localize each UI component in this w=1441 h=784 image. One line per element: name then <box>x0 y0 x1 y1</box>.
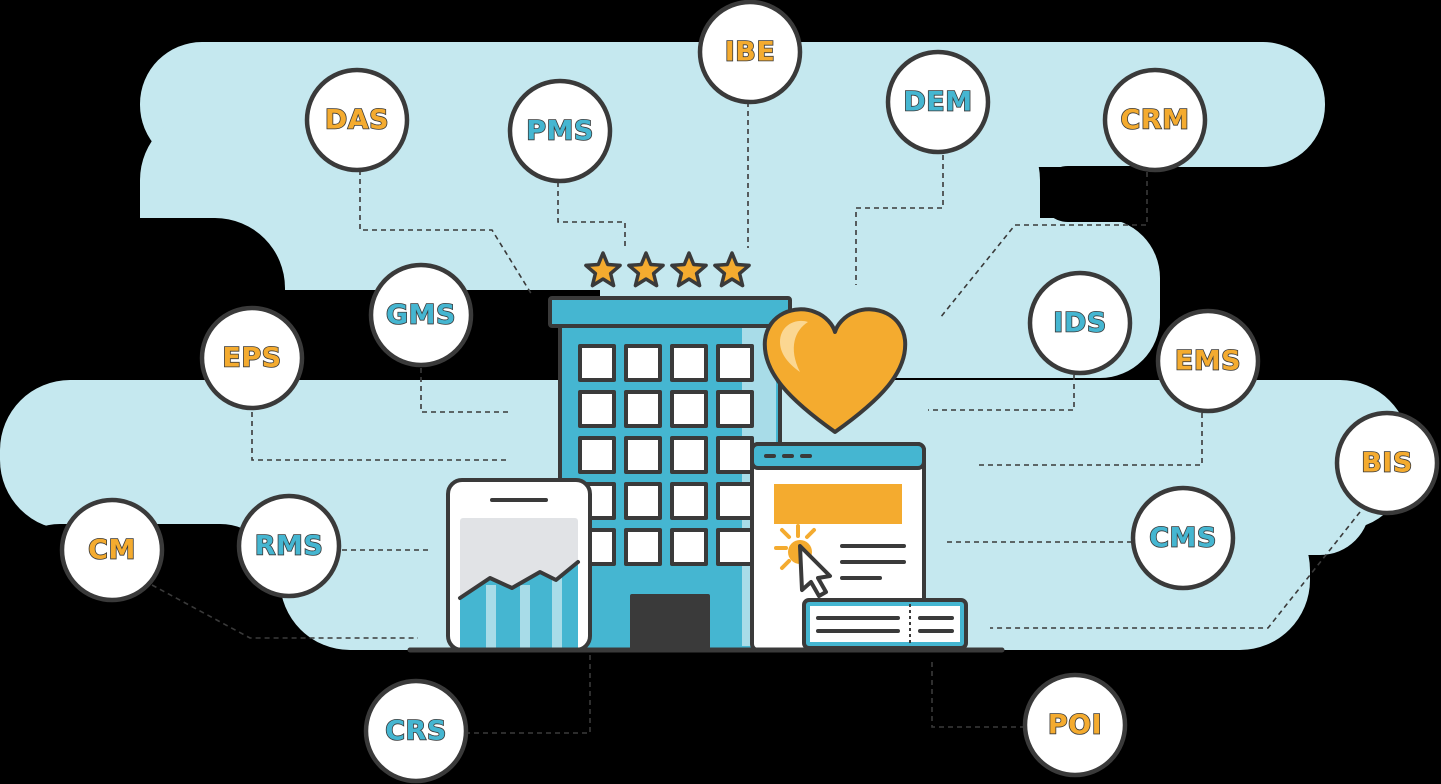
click-burst-icon <box>774 524 816 570</box>
star-icon <box>670 251 708 288</box>
hotel-window <box>716 436 754 474</box>
star-icon <box>584 251 622 288</box>
node-ems: EMS <box>1155 308 1261 414</box>
smartphone-chart-bar-2 <box>520 585 530 650</box>
connector-cm <box>151 584 418 639</box>
connector-gms <box>420 368 510 413</box>
browser-title-bar <box>750 442 926 470</box>
connector-crm <box>939 172 1148 319</box>
connector-bis <box>990 511 1361 629</box>
connector-poi <box>931 662 1024 728</box>
node-crs: CRS <box>363 678 469 784</box>
node-eps: EPS <box>199 305 305 411</box>
browser-banner <box>774 484 902 524</box>
connector-pms <box>557 182 626 250</box>
node-dem: DEM <box>885 49 991 155</box>
hotel-windows <box>578 344 754 566</box>
hotel-window <box>624 344 662 382</box>
hotel-roof <box>548 296 792 328</box>
connector-ems <box>978 413 1203 466</box>
node-label-crs: CRS <box>385 716 447 747</box>
hotel-window <box>716 390 754 428</box>
smartphone-chart-bar-3 <box>552 578 562 650</box>
star-icon <box>627 251 665 288</box>
node-cm: CM <box>59 497 165 603</box>
node-label-poi: POI <box>1048 710 1102 741</box>
hotel-window <box>624 482 662 520</box>
node-label-gms: GMS <box>386 300 456 331</box>
hotel-star-rating <box>584 251 751 288</box>
hotel-window <box>716 482 754 520</box>
connector-das <box>359 170 533 296</box>
hotel-window <box>670 436 708 474</box>
node-label-cms: CMS <box>1149 523 1217 554</box>
connector-ids <box>928 375 1075 411</box>
node-label-rms: RMS <box>255 531 324 562</box>
heart-icon <box>762 307 908 434</box>
smartphone-chart-line <box>458 560 580 600</box>
hotel-window <box>624 390 662 428</box>
cursor-arrow-icon <box>798 544 832 598</box>
node-gms: GMS <box>368 262 474 368</box>
heart-highlight <box>780 320 808 372</box>
cloud-notch-top-right <box>1040 166 1190 222</box>
node-das: DAS <box>304 67 410 173</box>
node-pms: PMS <box>507 78 613 184</box>
hotel-window <box>670 344 708 382</box>
node-label-pms: PMS <box>526 116 594 147</box>
hotel-window <box>578 344 616 382</box>
node-label-das: DAS <box>325 105 389 136</box>
node-ibe: IBE <box>697 0 803 105</box>
hotel-window <box>716 528 754 566</box>
node-label-cm: CM <box>88 535 136 566</box>
node-label-ems: EMS <box>1175 346 1241 377</box>
hotel-window <box>624 436 662 474</box>
hotel-window <box>716 344 754 382</box>
hotel-window <box>670 528 708 566</box>
smartphone-chart-bar-1 <box>486 585 496 650</box>
connector-eps <box>251 412 510 461</box>
hotel-window <box>670 482 708 520</box>
hotel-window <box>578 436 616 474</box>
hotel-door <box>630 594 710 652</box>
node-crm: CRM <box>1102 67 1208 173</box>
node-label-ibe: IBE <box>725 37 776 68</box>
node-label-eps: EPS <box>222 343 281 374</box>
hotel-illustration <box>407 251 1005 653</box>
ticket-body <box>810 606 960 642</box>
connector-crs <box>468 655 591 734</box>
connector-lines <box>151 102 1361 734</box>
node-label-dem: DEM <box>903 87 972 118</box>
star-icon <box>713 251 751 288</box>
hotel-window <box>624 528 662 566</box>
node-bis: BIS <box>1334 410 1440 516</box>
node-rms: RMS <box>236 493 342 599</box>
node-label-bis: BIS <box>1361 448 1413 479</box>
hotel-window <box>670 390 708 428</box>
hotel-window <box>578 390 616 428</box>
node-poi: POI <box>1022 672 1128 778</box>
node-label-ids: IDS <box>1053 308 1106 339</box>
system-nodes: IBE DAS PMS DEM CRM GMS EPS IDS <box>59 0 1440 784</box>
node-label-crm: CRM <box>1121 105 1190 136</box>
node-ids: IDS <box>1027 270 1133 376</box>
node-cms: CMS <box>1130 485 1236 591</box>
